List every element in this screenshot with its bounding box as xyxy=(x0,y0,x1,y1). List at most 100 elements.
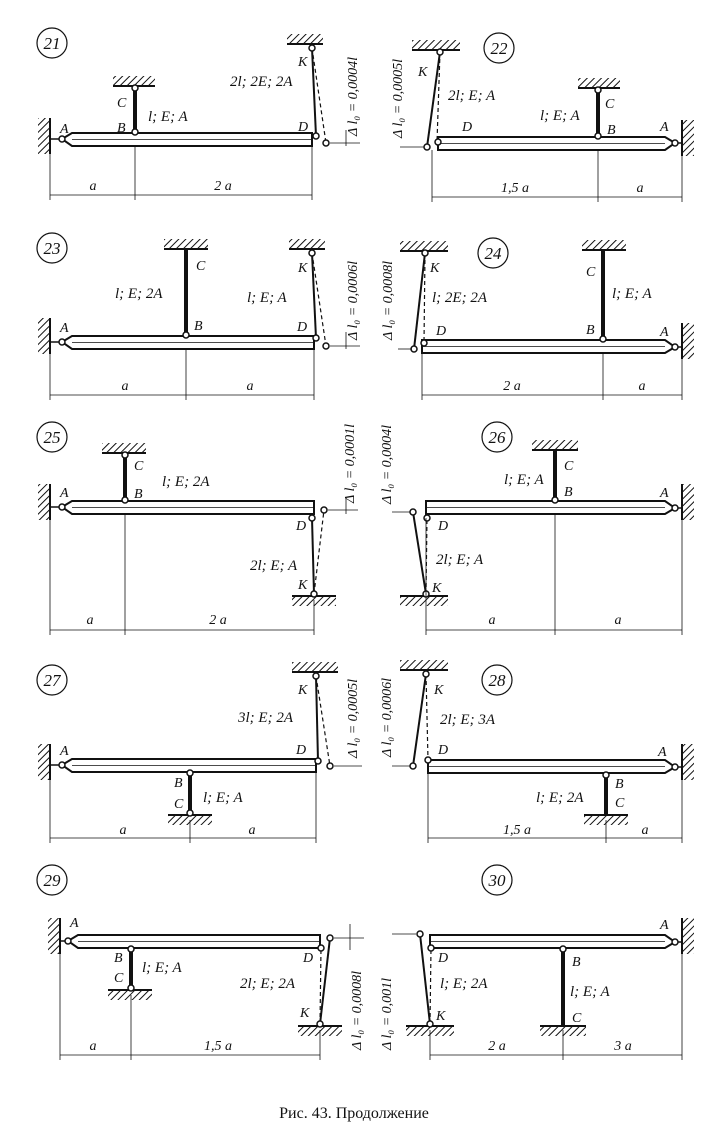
wall-support xyxy=(38,484,50,520)
point-k: K xyxy=(429,261,440,276)
panel-number-circle xyxy=(36,27,68,59)
point-d: D xyxy=(461,120,472,135)
wall-support xyxy=(48,918,60,954)
point-a: A xyxy=(59,486,69,501)
panel-number: 27 xyxy=(44,671,63,690)
point-d: D xyxy=(297,120,308,135)
panel-number-circle xyxy=(481,664,513,696)
floor-support xyxy=(108,990,152,1000)
dim-2: 3 a xyxy=(613,1039,632,1054)
point-a: A xyxy=(59,122,69,137)
rod-dk xyxy=(319,937,331,1025)
rod-bc-label: l; E; A xyxy=(540,108,581,124)
ceiling-support xyxy=(578,78,620,88)
point-b: B xyxy=(134,487,143,502)
dim-2: 1,5 a xyxy=(204,1039,232,1054)
point-d: D xyxy=(435,324,446,339)
ceiling-support-k xyxy=(400,660,448,670)
ceiling-support-k xyxy=(412,40,460,50)
point-d: D xyxy=(295,743,306,758)
rod-dk xyxy=(412,673,427,767)
delta-label: Δ l₀ = 0,0001l xyxy=(343,424,358,504)
panel-22: 22 A C B l; E; A K D 2l; E; A Δ l₀ = 0,0… xyxy=(391,32,694,202)
delta-label: Δ l₀ = 0,0004l xyxy=(380,425,395,505)
dim-1: 1,5 a xyxy=(501,181,529,196)
panel-number-circle xyxy=(36,864,68,896)
dim-1: a xyxy=(122,379,129,394)
rod-bc-label: l; E; A xyxy=(203,790,244,806)
dim-2: a xyxy=(642,823,649,838)
panel-number-circle xyxy=(481,864,513,896)
rod-dk xyxy=(315,675,319,762)
rod-dk-mounted xyxy=(425,673,429,761)
point-a: A xyxy=(69,916,79,931)
panel-21: 21 A C B l; E; A K D 2l; 2E; 2A Δ l₀ = 0… xyxy=(36,27,361,200)
delta-label: Δ l₀ = 0,0008l xyxy=(381,261,396,341)
panel-24: 24 A C B l; E; A K D l; 2E; 2A Δ l₀ = 0,… xyxy=(381,237,694,400)
rod-dk-label: 2l; E; A xyxy=(448,88,496,104)
wall-support xyxy=(682,744,694,780)
rod-bc-label: l; E; 2A xyxy=(115,286,163,302)
ceiling-support xyxy=(532,440,578,450)
point-k: K xyxy=(297,55,308,70)
delta-label: Δ l₀ = 0,0005l xyxy=(346,679,361,759)
point-d: D xyxy=(437,519,448,534)
panel-number-circle xyxy=(36,232,68,264)
point-b: B xyxy=(572,955,581,970)
dim-1: 2 a xyxy=(488,1039,506,1054)
point-a: A xyxy=(659,918,669,933)
dim-2: a xyxy=(247,379,254,394)
dim-2: 2 a xyxy=(209,613,227,628)
rod-dk-label: 2l; E; A xyxy=(436,552,484,568)
ceiling-support xyxy=(113,76,155,86)
dim-2: a xyxy=(615,613,622,628)
rod-dk-label: l; 2E; 2A xyxy=(432,290,488,306)
point-d: D xyxy=(295,519,306,534)
point-a: A xyxy=(659,325,669,340)
dim-2: a xyxy=(249,823,256,838)
wall-support xyxy=(682,120,694,156)
ceiling-support xyxy=(582,240,626,250)
rod-bc-label: l; E; 2A xyxy=(536,790,584,806)
wall-support xyxy=(682,918,694,954)
point-k: K xyxy=(433,683,444,698)
rod-bc-label: l; E; A xyxy=(142,960,183,976)
panel-number: 29 xyxy=(44,871,62,890)
ceiling-support-k xyxy=(292,662,338,672)
panel-26: 26 A C B l; E; A K D 2l; E; A Δ l₀ = 0,0… xyxy=(380,421,694,635)
panel-number: 30 xyxy=(488,871,507,890)
point-b: B xyxy=(607,123,616,138)
dim-1: 1,5 a xyxy=(503,823,531,838)
dim-1: 2 a xyxy=(503,379,521,394)
point-c: C xyxy=(572,1011,582,1026)
point-d: D xyxy=(296,320,307,335)
wall-support xyxy=(682,323,694,359)
rod-dk-mounted xyxy=(313,509,325,595)
point-a: A xyxy=(59,321,69,336)
panel-number-circle xyxy=(481,421,513,453)
delta-label: Δ l₀ = 0,0004l xyxy=(346,57,361,137)
panel-number: 25 xyxy=(44,428,61,447)
rod-dk xyxy=(419,933,431,1025)
point-b: B xyxy=(615,777,624,792)
dim-1: a xyxy=(90,1039,97,1054)
panel-number: 26 xyxy=(489,428,507,447)
point-b: B xyxy=(564,485,573,500)
panel-number: 28 xyxy=(489,671,507,690)
point-d: D xyxy=(437,743,448,758)
point-b: B xyxy=(174,776,183,791)
delta-label: Δ l₀ = 0,0008l xyxy=(350,971,365,1051)
panel-29: 29 A B C l; E; A K D 2l; E; 2A Δ l₀ = 0,… xyxy=(36,864,365,1060)
wall-support xyxy=(38,118,50,154)
point-c: C xyxy=(605,97,615,112)
floor-support-k xyxy=(400,596,448,606)
point-d: D xyxy=(437,951,448,966)
dim-2: a xyxy=(639,379,646,394)
rod-dk-label: l; E; 2A xyxy=(440,976,488,992)
rod-dk-label: 3l; E; 2A xyxy=(237,710,294,726)
panel-number: 24 xyxy=(485,244,503,263)
rod-dk xyxy=(412,511,427,595)
panel-number: 22 xyxy=(491,39,509,58)
